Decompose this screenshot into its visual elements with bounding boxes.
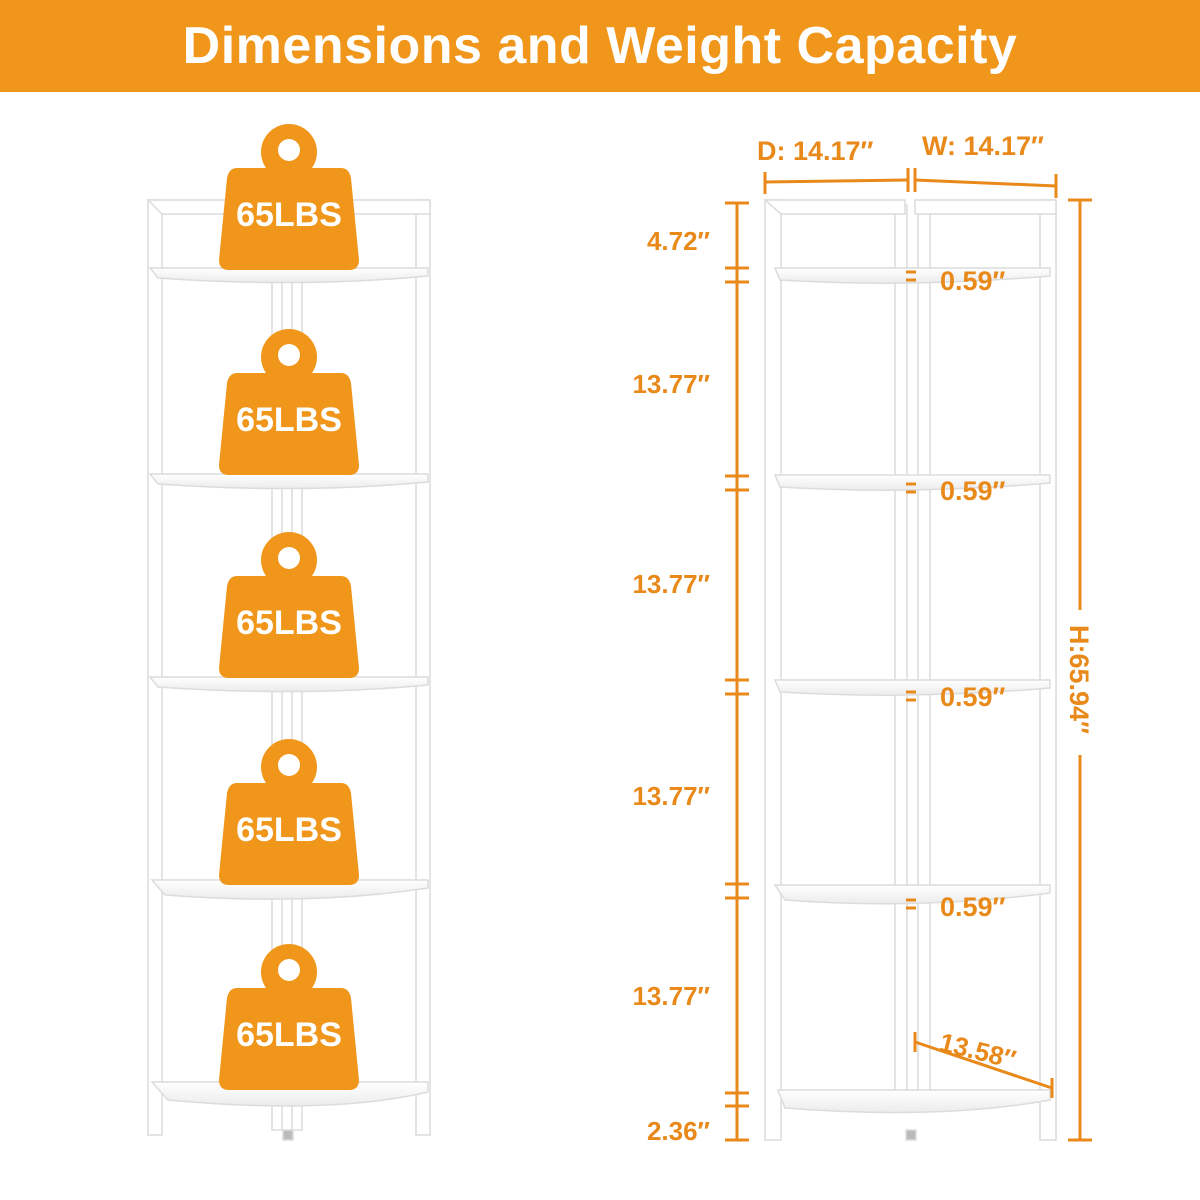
shelf-1 <box>148 267 429 284</box>
thickness-label-2: 0.59″ <box>940 476 1006 506</box>
spacing-label-4: 13.77″ <box>632 981 710 1011</box>
left-shelf-unit <box>146 199 431 1141</box>
thickness-label-1: 0.59″ <box>940 266 1006 296</box>
left-post <box>147 199 163 1136</box>
right-shelf-3 <box>773 679 1051 696</box>
shelf-edge-label: 13.58″ <box>937 1027 1019 1075</box>
weight-4: 65LBS <box>219 739 359 885</box>
height-label: H:65.94″ <box>1064 625 1094 734</box>
right-unit-left-post <box>764 199 782 1141</box>
right-unit-center-post-2 <box>917 204 931 1106</box>
weight-label: 65LBS <box>236 604 342 642</box>
shelf-edge-line <box>914 1040 1053 1090</box>
right-shelf-4 <box>773 884 1051 905</box>
shelf-4 <box>150 879 429 900</box>
title-banner: Dimensions and Weight Capacity <box>0 0 1200 92</box>
weight-icons: 65LBS 65LBS 65LBS 65LBS 65LBS <box>219 124 359 1090</box>
weight-1: 65LBS <box>219 124 359 270</box>
width-label: W: 14.17″ <box>922 131 1044 161</box>
spacing-label-1: 13.77″ <box>632 369 710 399</box>
right-top-frame-left <box>763 199 906 215</box>
weight-label: 65LBS <box>236 401 342 439</box>
dimension-lines <box>725 168 1092 1142</box>
right-unit-center-post <box>894 204 908 1106</box>
weight-3: 65LBS <box>219 532 359 678</box>
weight-label: 65LBS <box>236 811 342 849</box>
width-line <box>914 178 1057 188</box>
right-post <box>415 199 431 1136</box>
right-shelf-1 <box>773 267 1051 284</box>
right-top-frame-right <box>914 199 1057 215</box>
shelf-2 <box>148 473 429 490</box>
right-shelf-unit <box>763 199 1057 1141</box>
spacing-label-2: 13.77″ <box>632 569 710 599</box>
weight-2: 65LBS <box>219 329 359 475</box>
thickness-label-4: 0.59″ <box>940 892 1006 922</box>
weight-label: 65LBS <box>236 1016 342 1054</box>
depth-line <box>764 178 909 184</box>
weight-label: 65LBS <box>236 196 342 234</box>
bottom-gap-label: 2.36″ <box>647 1116 710 1146</box>
weight-5: 65LBS <box>219 944 359 1090</box>
depth-label: D: 14.17″ <box>757 136 874 166</box>
shelf-5 <box>150 1081 429 1107</box>
spacing-label-3: 13.77″ <box>632 781 710 811</box>
thickness-label-3: 0.59″ <box>940 682 1006 712</box>
right-foot <box>905 1129 917 1141</box>
right-unit-right-post <box>1039 199 1057 1141</box>
shelf-3 <box>148 676 429 693</box>
page-title: Dimensions and Weight Capacity <box>182 17 1018 75</box>
foot <box>282 1129 294 1141</box>
right-shelf-5 <box>776 1089 1051 1114</box>
top-gap-label: 4.72″ <box>647 226 710 256</box>
